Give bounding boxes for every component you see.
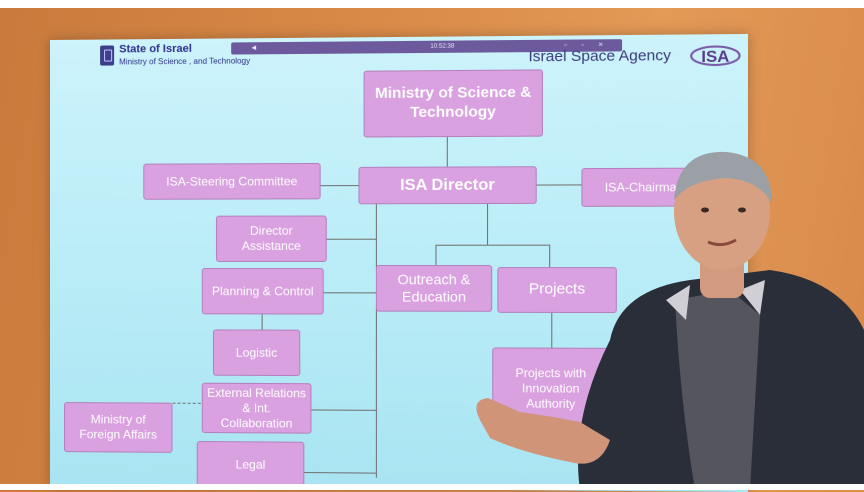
planning-box: Planning & Control [201,268,324,315]
connector [310,409,376,411]
connector [320,185,360,187]
connector [435,244,437,268]
projection-screen: State of Israel Ministry of Science , an… [50,33,748,492]
legal-box: Legal [196,441,305,489]
connector [375,204,377,478]
frame-top [0,0,864,8]
state-emblem-icon [100,45,115,66]
connector [322,292,376,294]
logistic-box: Logistic [212,329,301,377]
isa-logo: ISA [689,40,742,71]
external-relations-box: External Relations & Int. Collaboration [201,382,312,434]
foreign-affairs-box: Ministry of Foreign Affairs [63,402,173,453]
agency-name: Israel Space Agency [528,46,672,66]
director-assistance-box: Director Assistance [215,215,327,262]
clock-readout: 10:52:38 [430,43,455,50]
connector [326,238,376,240]
frame-bottom [0,484,864,490]
connector [446,136,448,167]
back-icon[interactable]: ◀ [251,45,257,52]
isa-logo-text: ISA [701,48,730,66]
ministry-box: Ministry of Science & Technology [363,69,543,138]
connector [304,472,376,474]
gov-subtitle: Ministry of Science , and Technology [119,56,251,67]
steering-box: ISA-Steering Committee [143,162,321,200]
connector [261,313,263,330]
connector [172,402,201,404]
gov-title: State of Israel [119,42,192,56]
presenter [476,151,864,490]
